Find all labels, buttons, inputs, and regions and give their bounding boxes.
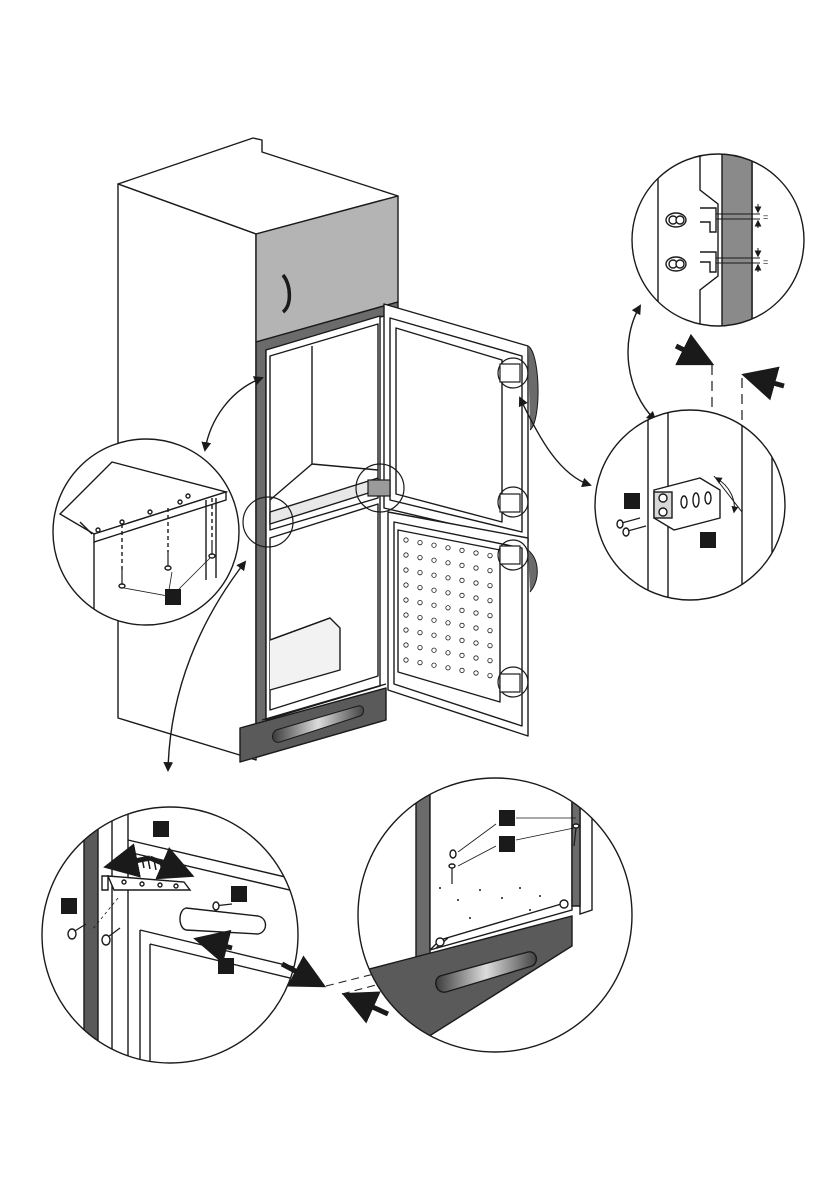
detail-sliding-rail	[42, 807, 298, 1063]
callout-marker	[61, 898, 77, 914]
callout-marker	[153, 821, 169, 837]
callout-marker	[700, 532, 716, 548]
callout-marker	[231, 886, 247, 902]
callout-marker	[499, 836, 515, 852]
callout-marker	[499, 810, 515, 826]
gap-mark-upper: =	[763, 212, 768, 222]
detail-hinge-bracket	[594, 408, 786, 600]
detail-hinge-gap: = =	[630, 150, 810, 330]
detail-plinth	[358, 778, 632, 1052]
callout-marker	[218, 958, 234, 974]
callout-marker	[624, 493, 640, 509]
callout-marker	[165, 589, 181, 605]
gap-mark-lower: =	[763, 257, 768, 267]
